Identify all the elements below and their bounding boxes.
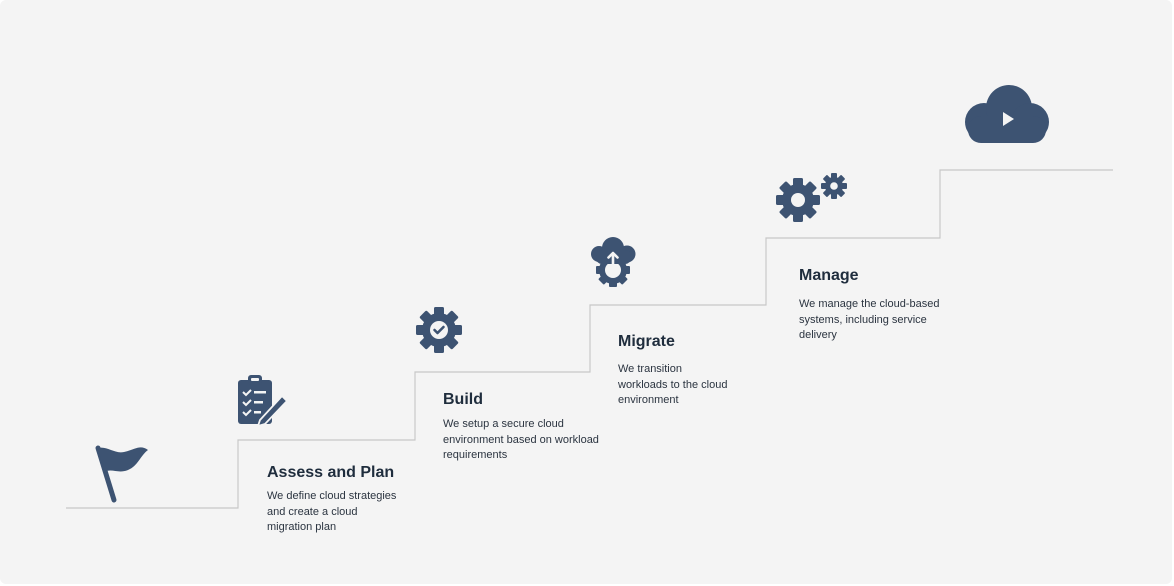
cloud-play-icon [965,85,1049,143]
clipboard-checklist-icon [238,375,289,426]
step-title-migrate: Migrate [618,333,675,350]
step-description-migrate: We transition workloads to the cloud env… [618,363,728,406]
step-title-build: Build [443,391,483,408]
step-description-build: We setup a secure cloud environment base… [443,418,599,461]
step-title-assess-and-plan: Assess and Plan [267,464,395,481]
step-title-manage: Manage [799,267,859,284]
gear-check-icon [416,307,462,353]
cloud-upload-gear-icon [591,237,636,287]
step-description-assess-and-plan: We define cloud strategies and create a … [267,490,397,533]
step-description-manage: We manage the cloud-based systems, inclu… [799,298,940,341]
gears-icon [776,173,847,222]
flag-icon [95,445,148,503]
